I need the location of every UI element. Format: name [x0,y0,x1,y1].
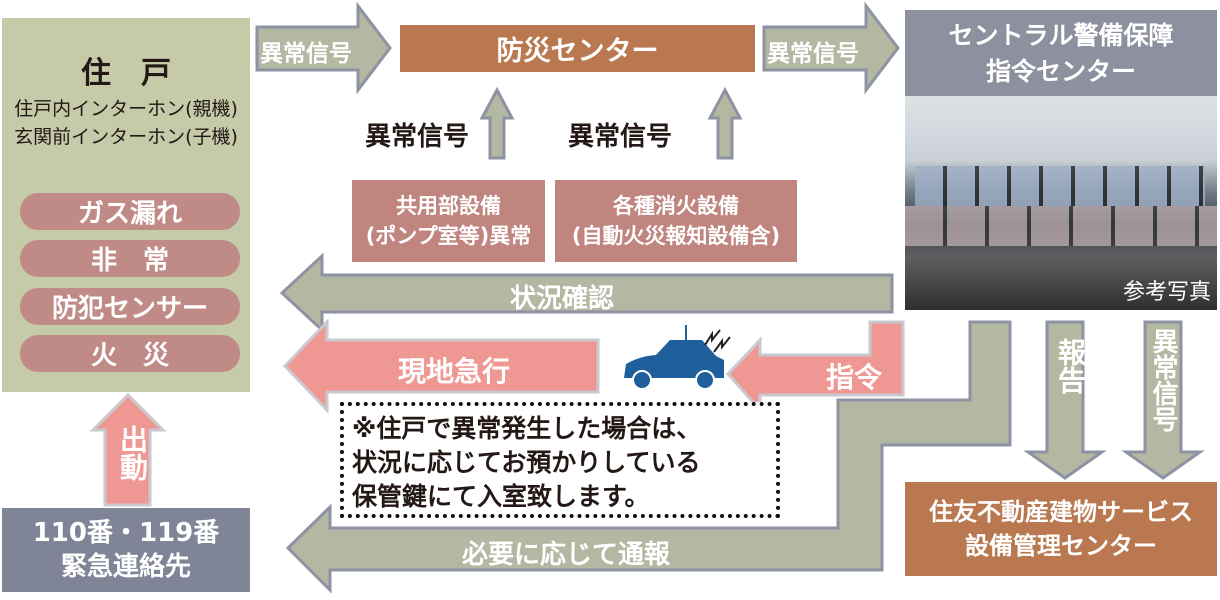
common-equipment-1: 共用部設備 [395,194,501,218]
arrow-signal-down [1121,320,1205,480]
note-box: ※住戸で異常発生した場合は、 状況に応じてお預かりしている 保管鍵にて入室致しま… [340,402,780,518]
facility-center: 住友不動産建物サービス設備管理センター [905,482,1217,576]
label-signal-up-left: 異常信号 [365,122,470,152]
common-equipment-2: (ポンプ室等)異常 [365,224,532,248]
arrow-rush [282,318,600,414]
facility-1: 住友不動産建物サービス [929,498,1193,526]
fire-equipment-2: (自動火災報知設備含) [571,224,781,248]
car-icon [624,325,731,390]
intercom-main: 住戸内インターホン(親機) [14,98,238,120]
arrow-signal-to-disaster [255,1,392,95]
label-rush: 現地急行 [398,355,511,388]
disaster-center: 防災センター [400,25,755,72]
label-report: 報告 [1054,338,1087,394]
label-notify: 必要に応じて通報 [462,540,671,570]
control-room-photo: 参考写真 [905,96,1217,310]
label-status-check: 状況確認 [510,284,615,314]
arrow-signal-to-central [762,1,900,95]
label-command: 指令 [826,361,883,394]
arrow-status-check [279,252,894,334]
label-signal-1: 異常信号 [260,41,352,67]
arrow-notify [285,320,1012,594]
arrow-report [1023,320,1107,480]
label-signal-2: 異常信号 [767,41,859,67]
alarm-security-sensor: 防犯センサー [20,288,240,325]
alarm-gas-leak: ガス漏れ [20,193,240,230]
common-equipment-box: 共用部設備 (ポンプ室等)異常 [352,180,545,262]
photo-caption: 参考写真 [1122,280,1211,305]
note-line-2: 状況に応じてお預かりしている [352,448,701,477]
alarm-emergency: 非 常 [20,240,240,277]
residence-title: 住 戸 [81,56,171,91]
fire-equipment-box: 各種消火設備 (自動火災報知設備含) [555,180,797,262]
arrow-dispatch [89,392,167,507]
note-line-1: ※住戸で異常発生した場合は、 [352,414,702,443]
alarm-fire: 火 災 [20,335,240,372]
emergency-box: 110番・119番緊急連絡先 [2,508,250,592]
intercom-door: 玄関前インターホン(子機) [14,126,238,148]
central-center: セントラル警備保障 指令センター 参考写真 [905,10,1217,310]
arrow-up-left [479,86,515,160]
arrow-up-right [707,86,743,160]
facility-2: 設備管理センター [965,532,1157,560]
label-dispatch: 出動 [116,425,149,481]
emergency-2: 緊急連絡先 [60,552,191,582]
arrow-command [725,320,905,414]
note-line-3: 保管鍵にて入室致します。 [352,482,650,511]
central-title-1: セントラル警備保障 [948,21,1174,50]
label-signal-down: 異常信号 [1148,328,1178,432]
central-title-2: 指令センター [985,57,1136,86]
label-signal-up-right: 異常信号 [568,122,673,152]
emergency-1: 110番・119番 [32,518,220,548]
fire-equipment-1: 各種消火設備 [612,194,739,218]
